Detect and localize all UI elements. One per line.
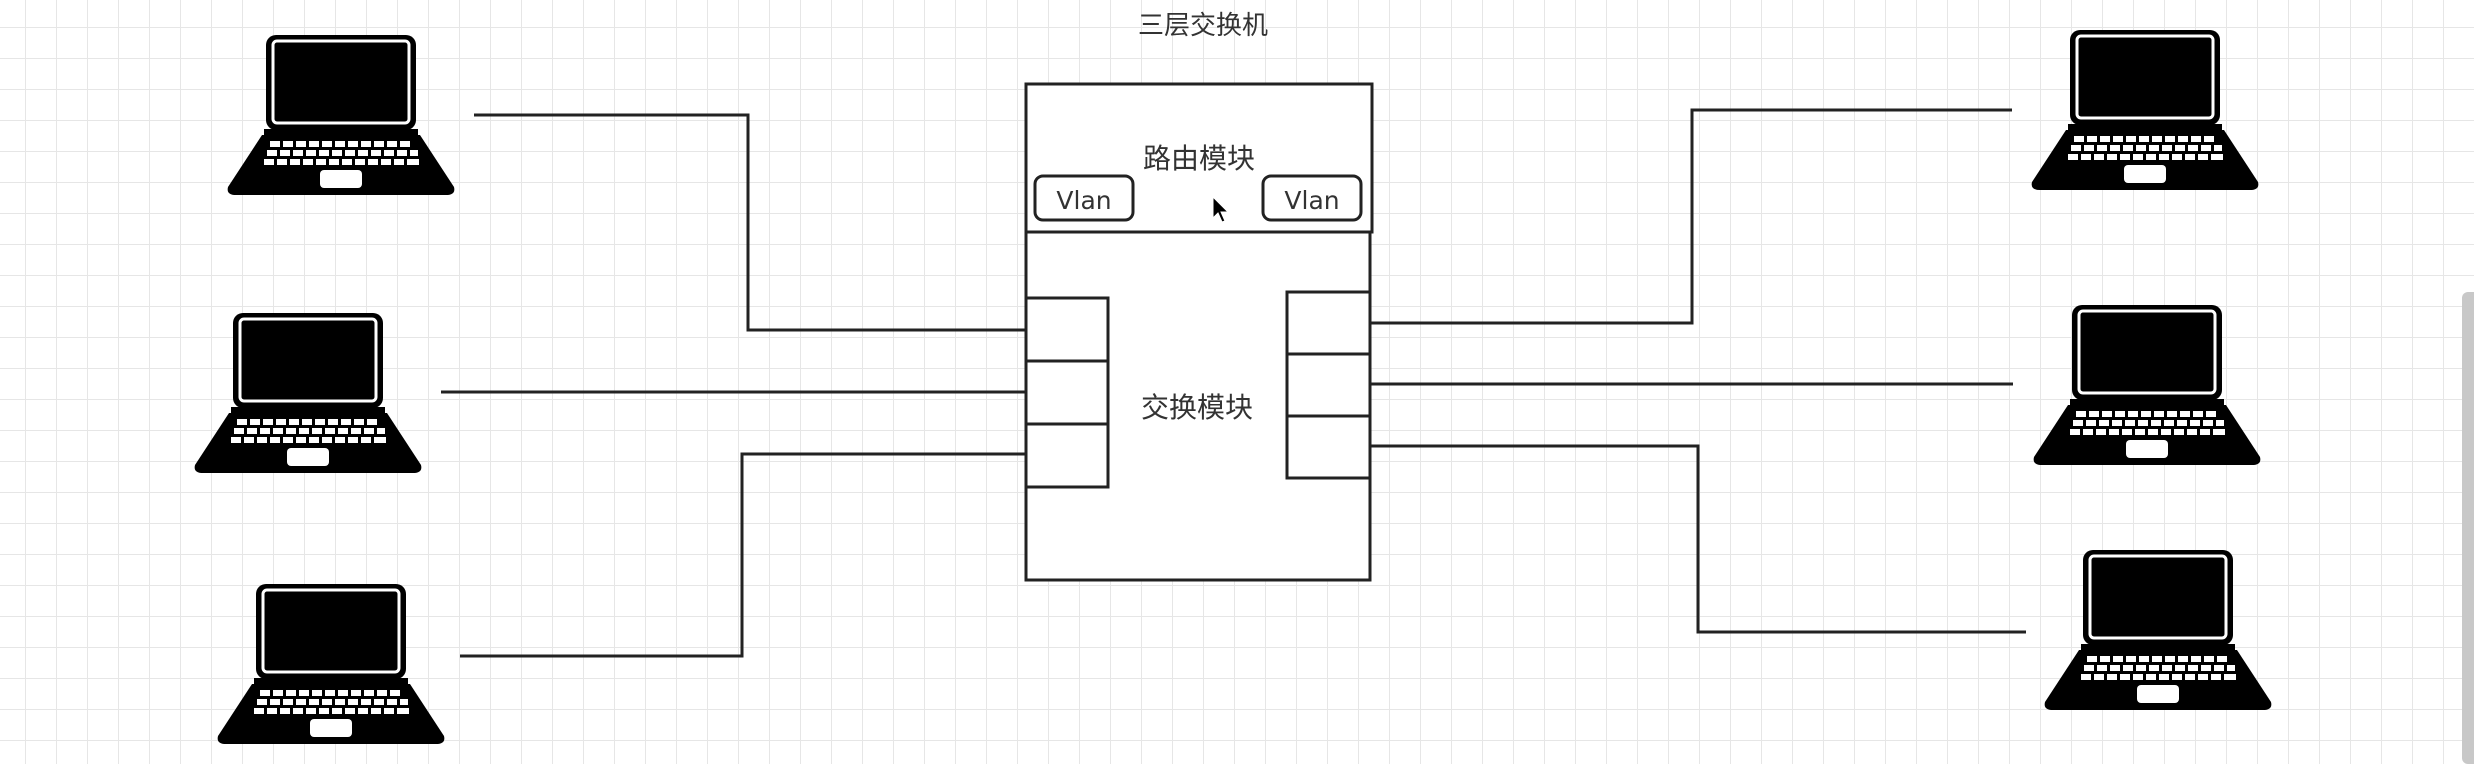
- right-port-3: [1285, 414, 1372, 480]
- link-left-bottom: [460, 452, 1026, 658]
- laptop-icon: [216, 582, 446, 746]
- laptop-icon: [226, 33, 456, 197]
- left-port-2: [1024, 359, 1110, 426]
- left-port-3: [1024, 422, 1110, 489]
- vertical-scrollbar[interactable]: [2462, 292, 2474, 764]
- laptop-icon: [2032, 303, 2262, 467]
- diagram-title: 三层交换机: [1138, 11, 1268, 41]
- mouse-cursor-icon: [1212, 195, 1230, 223]
- laptop-icon: [2043, 548, 2273, 712]
- routing-module-label: 路由模块: [1143, 142, 1255, 175]
- vlan-box-left: [1033, 174, 1135, 222]
- vlan-label-right: Vlan: [1284, 186, 1339, 215]
- vlan-label-left: Vlan: [1056, 186, 1111, 215]
- left-port-group: [1024, 296, 1110, 489]
- switching-module-label: 交换模块: [1141, 391, 1253, 424]
- laptop-icon: [2030, 28, 2260, 192]
- link-left-top: [474, 113, 1026, 332]
- right-port-1: [1285, 290, 1372, 356]
- link-right-bottom: [1370, 444, 2026, 634]
- right-port-2: [1285, 352, 1372, 418]
- right-port-group: [1285, 290, 1372, 480]
- link-right-top: [1370, 108, 2012, 325]
- vlan-box-right: [1261, 174, 1363, 222]
- left-port-1: [1024, 296, 1110, 363]
- laptop-icon: [193, 311, 423, 475]
